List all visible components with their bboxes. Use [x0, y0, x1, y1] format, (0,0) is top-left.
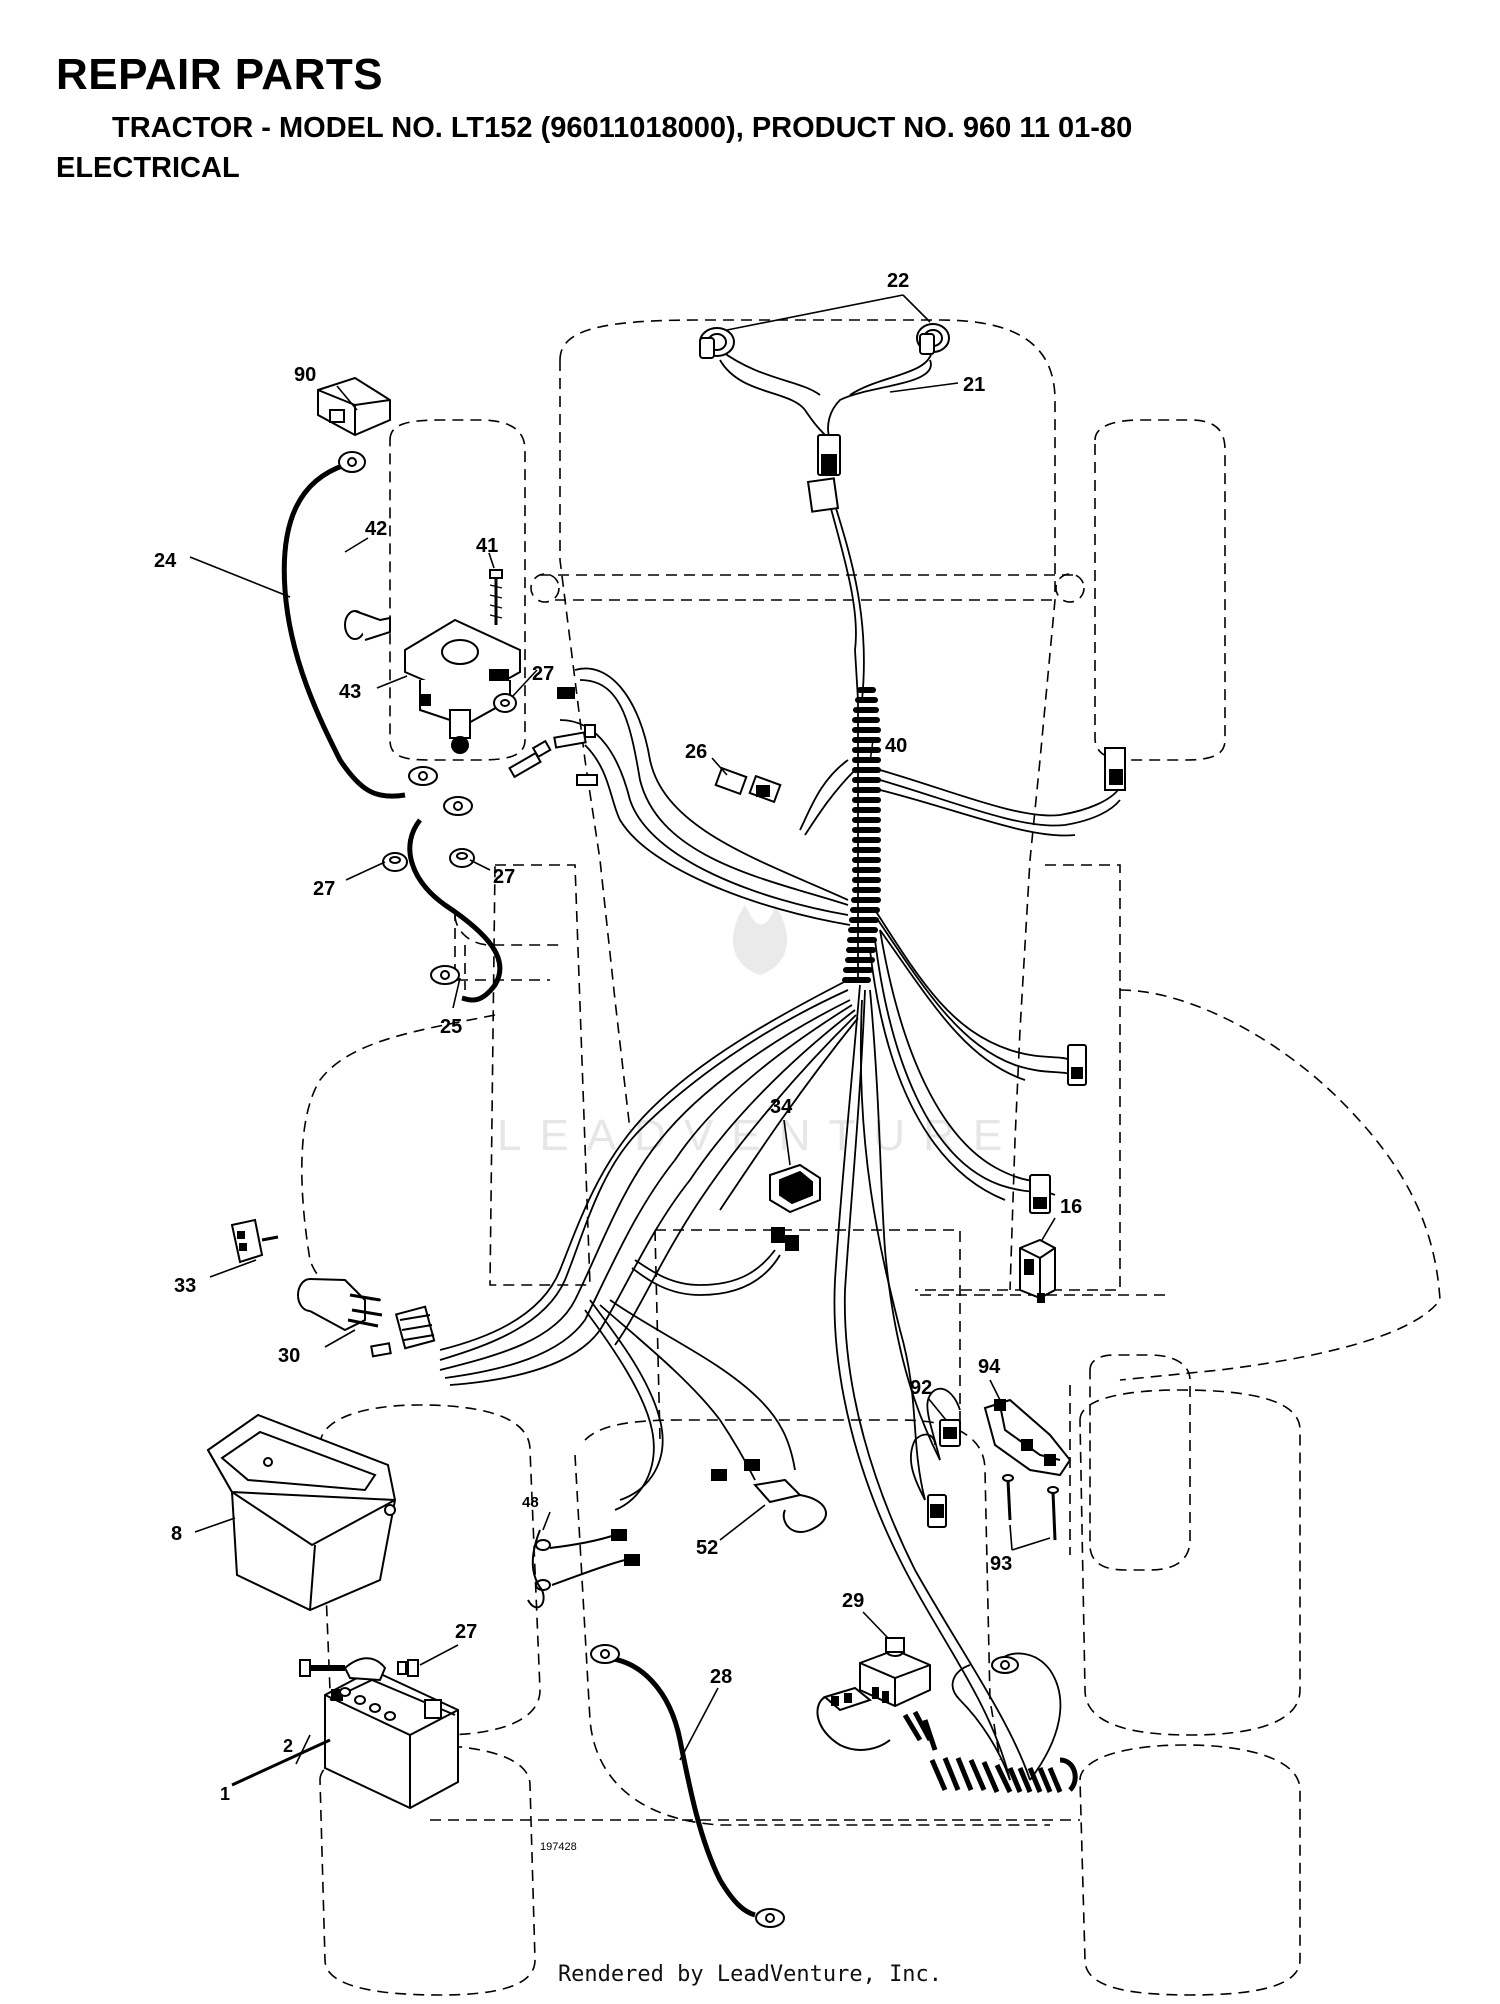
- callout-27-battery: 27: [455, 1621, 477, 1643]
- solenoid-43: [404, 618, 521, 754]
- bolt-2: [299, 1657, 387, 1682]
- figure-number: 197428: [540, 1841, 577, 1853]
- callout-33: 33: [174, 1275, 196, 1297]
- battery-1: [324, 1668, 459, 1810]
- connector-29: [816, 1686, 891, 1751]
- footer-credit: Rendered by LeadVenture, Inc.: [557, 1962, 943, 1987]
- callout-28: 28: [710, 1666, 732, 1688]
- callout-93: 93: [990, 1553, 1012, 1575]
- callout-8: 8: [171, 1523, 182, 1545]
- harness-conduit-40: [842, 687, 881, 983]
- callout-30: 30: [278, 1345, 300, 1367]
- headlight-right-22: [916, 323, 950, 355]
- parts: [206, 323, 1126, 1928]
- callout-22: 22: [887, 270, 909, 292]
- callout-1: 1: [220, 1784, 230, 1804]
- callout-29: 29: [842, 1590, 864, 1612]
- switch-34: [769, 1163, 821, 1251]
- callout-40: 40: [885, 735, 907, 757]
- page-title: REPAIR PARTS: [56, 50, 384, 99]
- bolt-41: [489, 569, 503, 625]
- section-title: ELECTRICAL: [56, 152, 240, 184]
- watermark-flame-logo: [733, 905, 787, 975]
- harness-plug-front: [806, 477, 840, 513]
- ignition-switch-30: [297, 1278, 436, 1358]
- battery-box-8: [206, 1413, 397, 1612]
- callouts: 22 21 90 42 24 41 43 27 26 40 27 27 25 3…: [154, 270, 1082, 1853]
- starter-cable-25: [407, 818, 503, 1003]
- tractor-outline: [301, 319, 1441, 1996]
- callout-27-left: 27: [313, 878, 335, 900]
- terminal-boot-42: [344, 610, 391, 641]
- wire-48: [527, 1529, 626, 1609]
- callout-41: 41: [476, 535, 498, 557]
- callout-27-right: 27: [493, 866, 515, 888]
- component-52: [753, 1478, 827, 1533]
- callout-26: 26: [685, 741, 707, 763]
- callout-42: 42: [365, 518, 387, 540]
- leader-lines: [189, 294, 1056, 1787]
- screws-93: [1002, 1474, 1059, 1541]
- callout-16: 16: [1060, 1196, 1082, 1218]
- ground-cable-24: [281, 462, 406, 799]
- callout-2: 2: [283, 1736, 293, 1756]
- callout-21: 21: [963, 374, 985, 396]
- callout-90: 90: [294, 364, 316, 386]
- relay-16: [1019, 1238, 1056, 1303]
- callout-24: 24: [154, 550, 177, 572]
- callout-25: 25: [440, 1016, 462, 1038]
- seat-switch-94: [983, 1398, 1072, 1477]
- callout-94: 94: [978, 1356, 1001, 1378]
- callout-43: 43: [339, 681, 361, 703]
- nut-27-d: [397, 1659, 419, 1677]
- callout-52: 52: [696, 1537, 718, 1559]
- callout-27-top: 27: [532, 663, 554, 685]
- key-33: [230, 1218, 279, 1264]
- coil-cord: [902, 1710, 1078, 1794]
- nut-27-b: [382, 852, 408, 872]
- switch-29: [859, 1637, 931, 1708]
- headlight-left-22: [699, 327, 735, 359]
- callout-92: 92: [910, 1377, 932, 1399]
- callout-34: 34: [770, 1096, 793, 1118]
- connector-26-a: [714, 766, 748, 796]
- cable-28: [604, 1655, 756, 1918]
- wiring-harness: [439, 349, 1121, 1781]
- nut-27-c: [449, 848, 475, 868]
- model-line: TRACTOR - MODEL NO. LT152 (96011018000),…: [112, 112, 1133, 144]
- callout-48: 48: [522, 1494, 539, 1511]
- nut-27-a: [493, 693, 517, 713]
